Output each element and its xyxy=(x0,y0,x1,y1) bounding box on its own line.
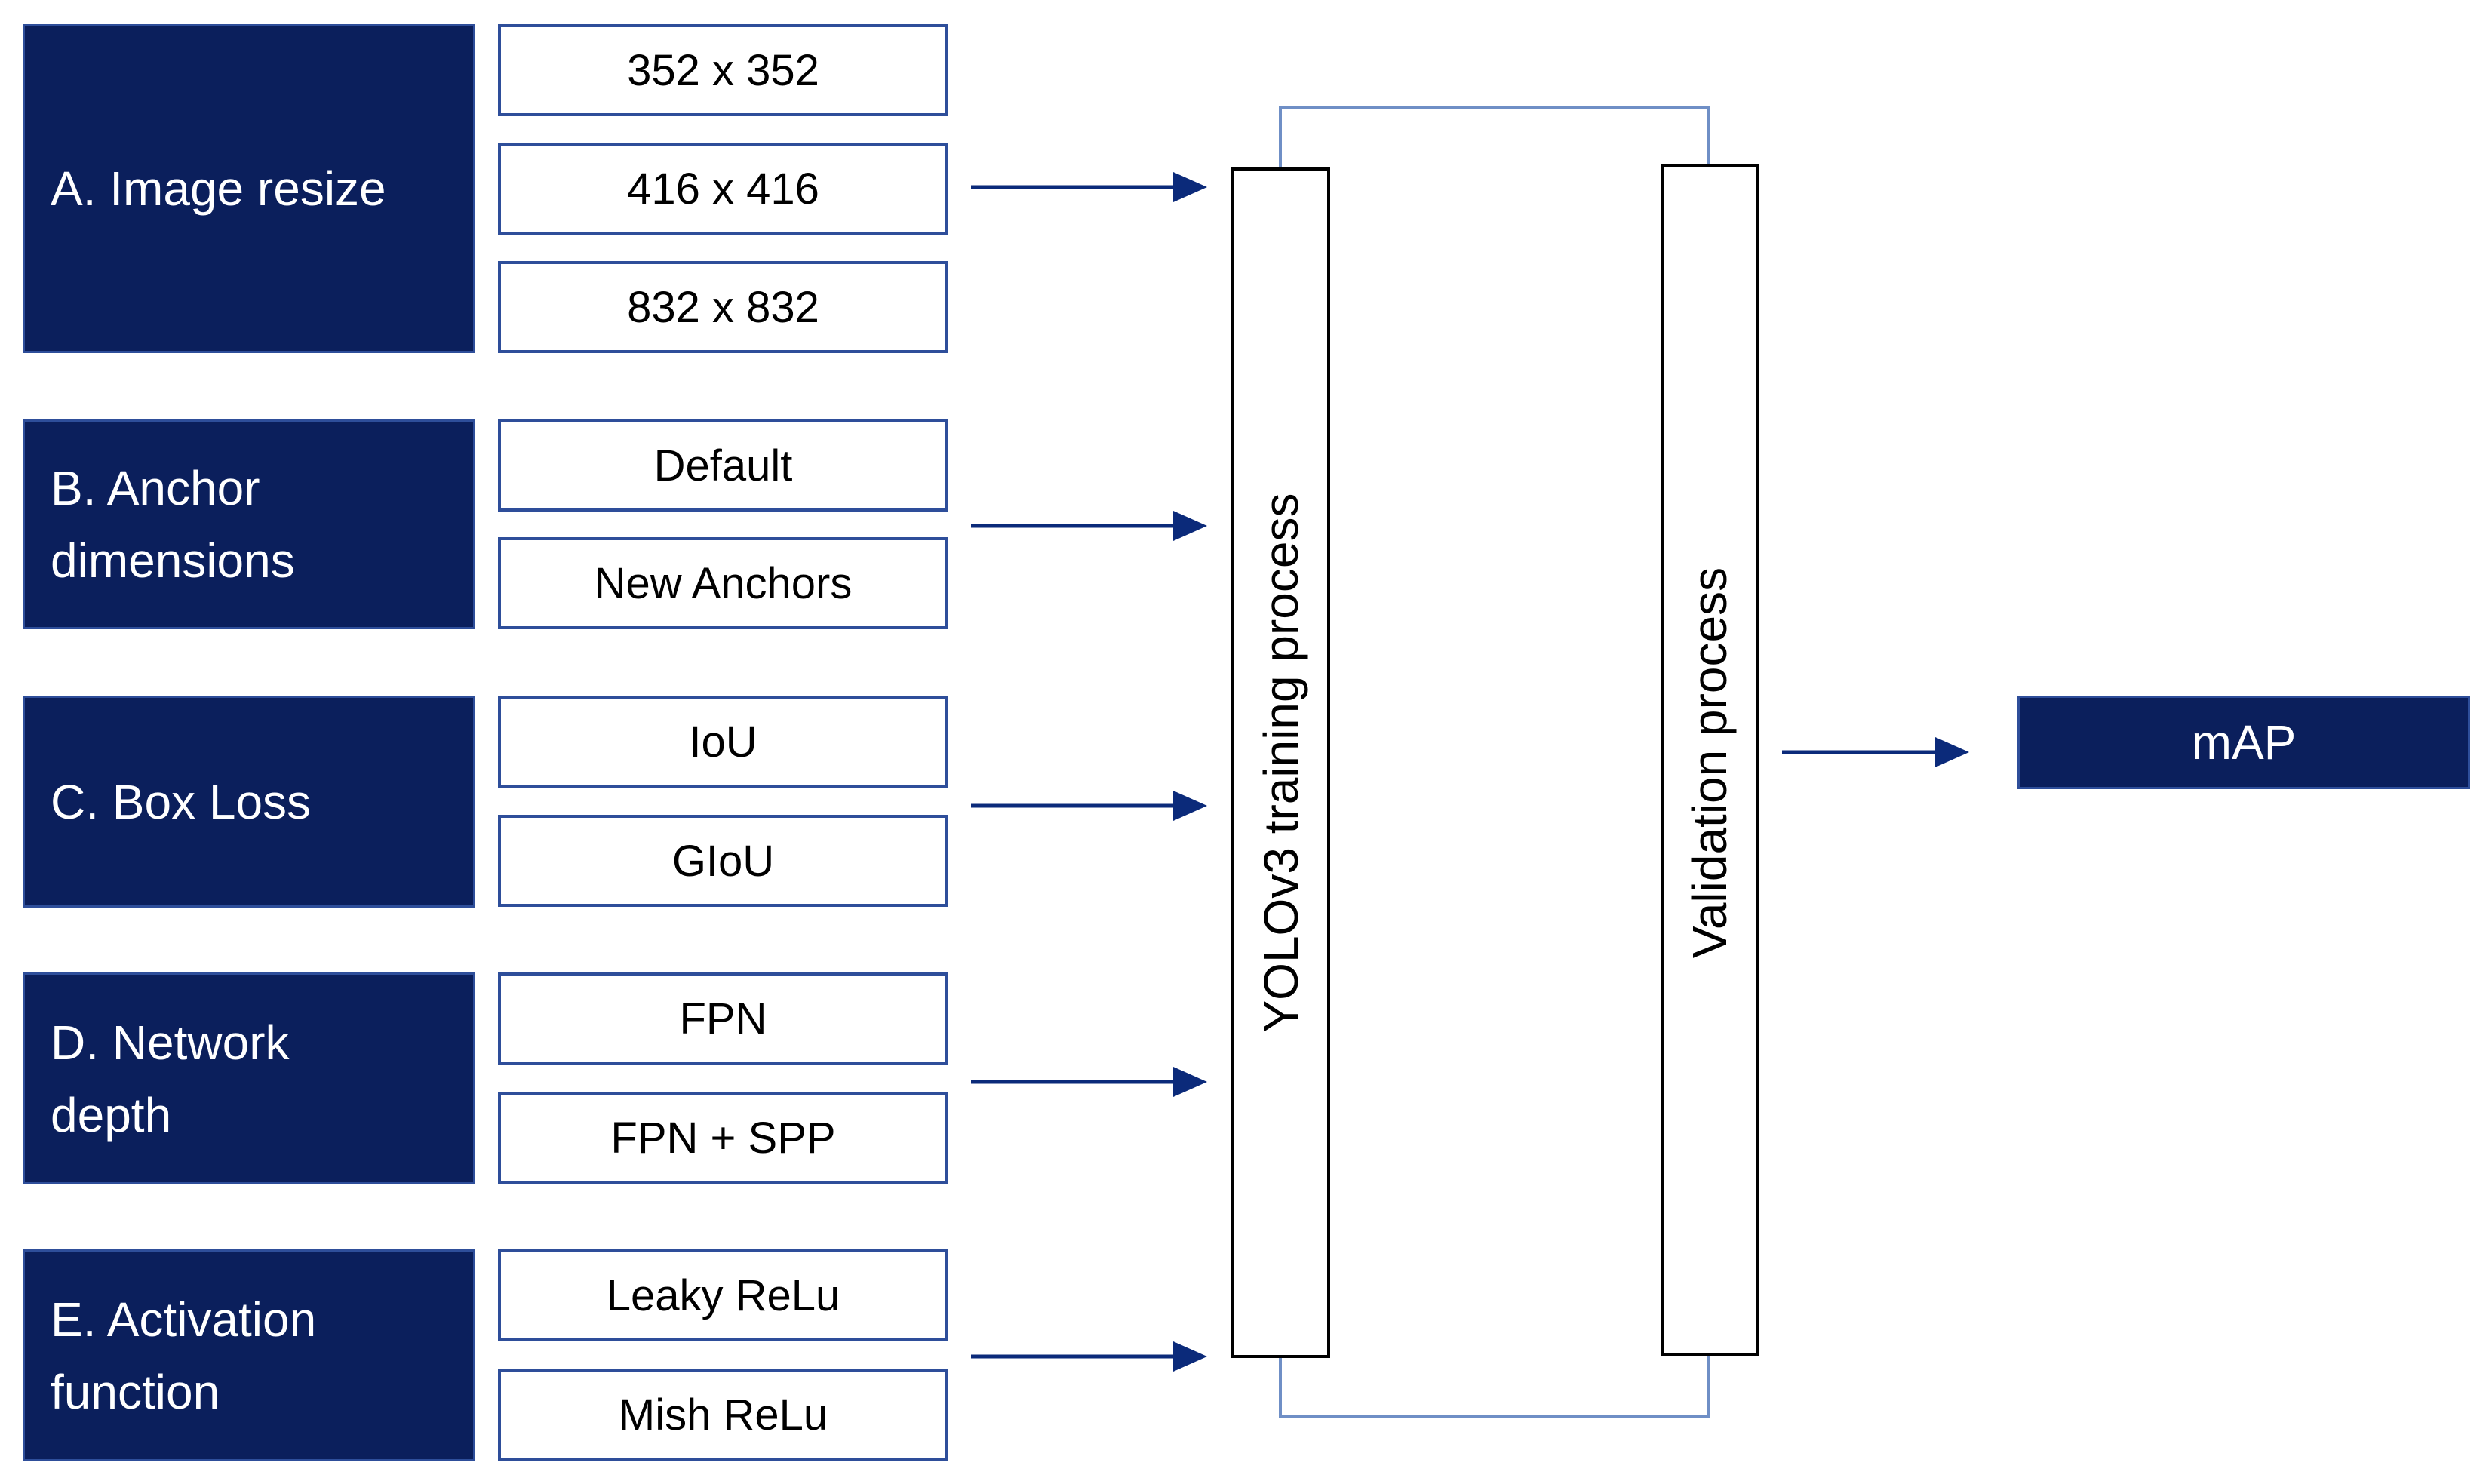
option-label: FPN xyxy=(679,994,767,1043)
loop-bottom-line xyxy=(1279,1356,1710,1418)
option-label: 352 x 352 xyxy=(627,45,819,95)
map-output-box: mAP xyxy=(2017,696,2470,789)
loop-top-line xyxy=(1279,106,1710,167)
option-label: 832 x 832 xyxy=(627,282,819,332)
option-label: 416 x 416 xyxy=(627,164,819,214)
option-mish-relu: Mish ReLu xyxy=(498,1369,948,1461)
option-giou: GIoU xyxy=(498,815,948,907)
option-label: New Anchors xyxy=(594,558,853,608)
category-image-resize: A. Image resize xyxy=(23,24,475,353)
category-anchor-dimensions: B. Anchor dimensions xyxy=(23,419,475,629)
category-label: C. Box Loss xyxy=(51,774,312,829)
option-fpn: FPN xyxy=(498,972,948,1065)
option-default: Default xyxy=(498,419,948,512)
option-label: FPN + SPP xyxy=(610,1113,836,1163)
option-new-anchors: New Anchors xyxy=(498,537,948,629)
option-label: Leaky ReLu xyxy=(606,1270,840,1320)
training-process-label: YOLOv3 training process xyxy=(1254,493,1308,1033)
category-network-depth: D. Network depth xyxy=(23,972,475,1184)
option-label: GIoU xyxy=(671,836,775,886)
training-process-box xyxy=(1231,167,1330,1358)
option-352: 352 x 352 xyxy=(498,24,948,116)
category-label: E. Activation function xyxy=(51,1292,317,1419)
category-label: B. Anchor dimensions xyxy=(51,461,295,588)
category-activation-function: E. Activation function xyxy=(23,1249,475,1461)
option-416: 416 x 416 xyxy=(498,143,948,235)
option-iou: IoU xyxy=(498,696,948,788)
option-label: Default xyxy=(653,441,793,490)
option-leaky-relu: Leaky ReLu xyxy=(498,1249,948,1341)
option-fpn-spp: FPN + SPP xyxy=(498,1092,948,1184)
category-label: D. Network depth xyxy=(51,1015,290,1142)
map-label: mAP xyxy=(2191,715,2297,770)
option-label: Mish ReLu xyxy=(618,1390,828,1439)
validation-process-box xyxy=(1661,164,1759,1356)
category-box-loss: C. Box Loss xyxy=(23,696,475,908)
option-label: IoU xyxy=(689,717,757,767)
category-label: A. Image resize xyxy=(51,161,386,216)
option-832: 832 x 832 xyxy=(498,261,948,353)
validation-process-label: Validation process xyxy=(1682,567,1737,959)
